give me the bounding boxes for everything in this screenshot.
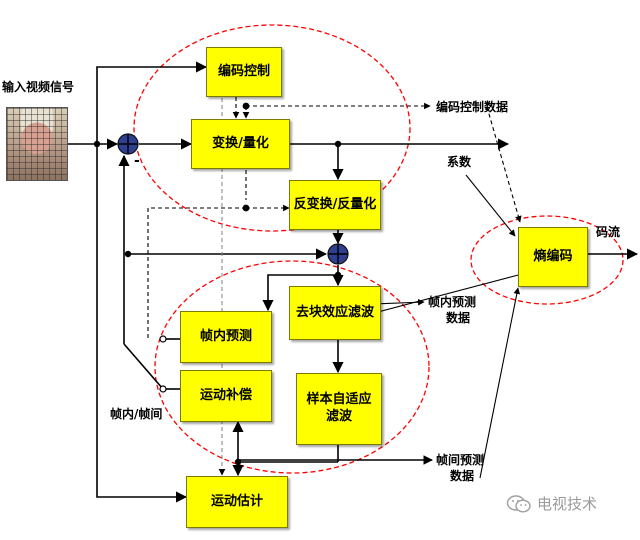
watermark-text: 电视技术 bbox=[537, 495, 598, 513]
motion-compensation-block: 运动补偿 bbox=[180, 370, 272, 422]
switch-contacts bbox=[159, 335, 167, 393]
intra-data-label: 帧内预测 数据 bbox=[428, 294, 476, 326]
wechat-icon bbox=[506, 494, 531, 513]
transform-quant-block: 变换/量化 bbox=[191, 119, 290, 169]
deblocking-filter-block: 去块效应滤波 bbox=[289, 286, 381, 340]
reconstruction-adder bbox=[327, 243, 349, 265]
motion-estimation-block: 运动估计 bbox=[186, 476, 288, 528]
intra-inter-switch-label: 帧内/帧间 bbox=[110, 407, 163, 421]
coefficients-label: 系数 bbox=[447, 155, 472, 169]
inter-data-line-2: 数据 bbox=[450, 469, 475, 484]
junction-dots bbox=[93, 102, 342, 466]
sao-line-2: 滤波 bbox=[325, 409, 352, 424]
signal-paths bbox=[66, 61, 639, 503]
input-video-thumbnail bbox=[6, 107, 68, 181]
inter-data-line-1: 帧间预测 bbox=[436, 453, 485, 467]
coding-control-data-label: 编码控制数据 bbox=[436, 100, 509, 114]
intra-data-line-1: 帧内预测 bbox=[428, 295, 477, 309]
coding-control-block: 编码控制 bbox=[206, 47, 282, 97]
minus-sign-label: - bbox=[134, 153, 140, 169]
watermark: 电视技术 bbox=[506, 493, 597, 514]
top-region-ellipse bbox=[133, 24, 411, 232]
entropy-input-paths bbox=[371, 174, 527, 479]
inverse-transform-block: 反变换/反量化 bbox=[289, 180, 381, 230]
inter-data-label: 帧间预测 数据 bbox=[436, 452, 484, 484]
bottom-region-ellipse bbox=[154, 260, 430, 474]
entropy-coding-block: 熵编码 bbox=[518, 227, 588, 287]
input-video-label: 输入视频信号 bbox=[2, 80, 75, 94]
sao-line-1: 样本自适应 bbox=[306, 392, 372, 408]
subtract-adder bbox=[117, 133, 139, 155]
intra-data-line-2: 数据 bbox=[446, 311, 471, 326]
sao-filter-block: 样本自适应 滤波 bbox=[296, 373, 382, 445]
intra-prediction-block: 帧内预测 bbox=[180, 311, 272, 363]
entropy-region-ellipse bbox=[470, 215, 624, 305]
bitstream-label: 码流 bbox=[596, 225, 621, 239]
